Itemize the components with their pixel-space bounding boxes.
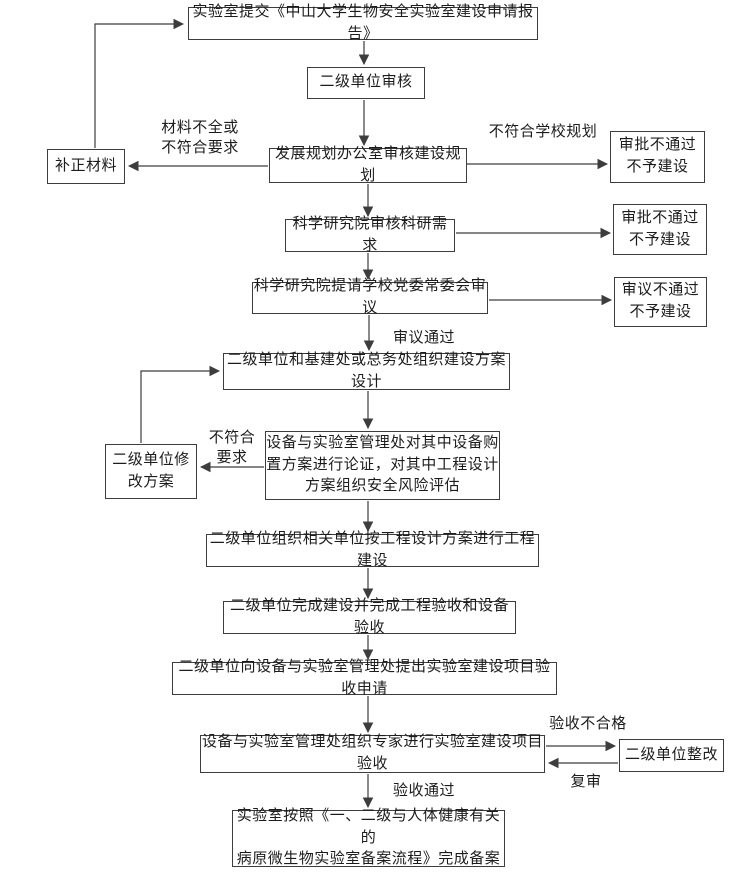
node-deliberation-rejected: 审议不通过 不予建设 [614, 277, 707, 327]
node-construction-completion: 二级单位完成建设并完成工程验收和设备验收 [223, 598, 516, 636]
node-project-construction: 二级单位组织相关单位按工程设计方案进行工程建设 [206, 531, 539, 569]
node-research-institute-review: 科学研究院审核科研需求 [285, 216, 455, 254]
node-supplement-materials: 补正材料 [47, 149, 125, 184]
node-acceptance-application: 二级单位向设备与实验室管理处提出实验室建设项目验收申请 [172, 659, 557, 697]
node-revise-plan: 二级单位修 改方案 [105, 444, 197, 499]
label-deliberation-passed: 审议通过 [392, 330, 455, 346]
node-not-approved-no-construction-2: 审批不通过 不予建设 [613, 204, 707, 255]
node-expert-acceptance: 设备与实验室管理处组织专家进行实验室建设项目验收 [200, 734, 545, 773]
node-rectification: 二级单位整改 [619, 739, 724, 772]
label-not-conform-school-plan: 不符合学校规划 [488, 124, 598, 140]
label-re-review: 复审 [570, 774, 602, 790]
node-filing-completion: 实验室按照《一、二级与人体健康有关的 病原微生物实验室备案流程》完成备案 [232, 808, 505, 867]
node-secondary-unit-review: 二级单位审核 [307, 67, 425, 99]
node-not-approved-no-construction-1: 审批不通过 不予建设 [610, 131, 705, 183]
node-design-organization: 二级单位和基建处或总务处组织建设方案设计 [223, 352, 510, 390]
node-party-committee-deliberation: 科学研究院提请学校党委常委会审议 [252, 278, 488, 316]
label-materials-incomplete: 材料不全或 不符合要求 [161, 120, 239, 157]
label-acceptance-passed: 验收通过 [392, 783, 455, 799]
node-submit-application-report: 实验室提交《中山大学生物安全实验室建设申请报告》 [188, 4, 538, 42]
label-not-conform-requirements: 不符合 要求 [208, 430, 256, 467]
label-acceptance-failed: 验收不合格 [549, 716, 627, 732]
node-planning-office-review: 发展规划办公室审核建设规划 [269, 146, 467, 184]
node-equipment-lab-management-review: 设备与实验室管理处对其中设备购 置方案进行论证，对其中工程设计 方案组织安全风险… [265, 431, 500, 500]
